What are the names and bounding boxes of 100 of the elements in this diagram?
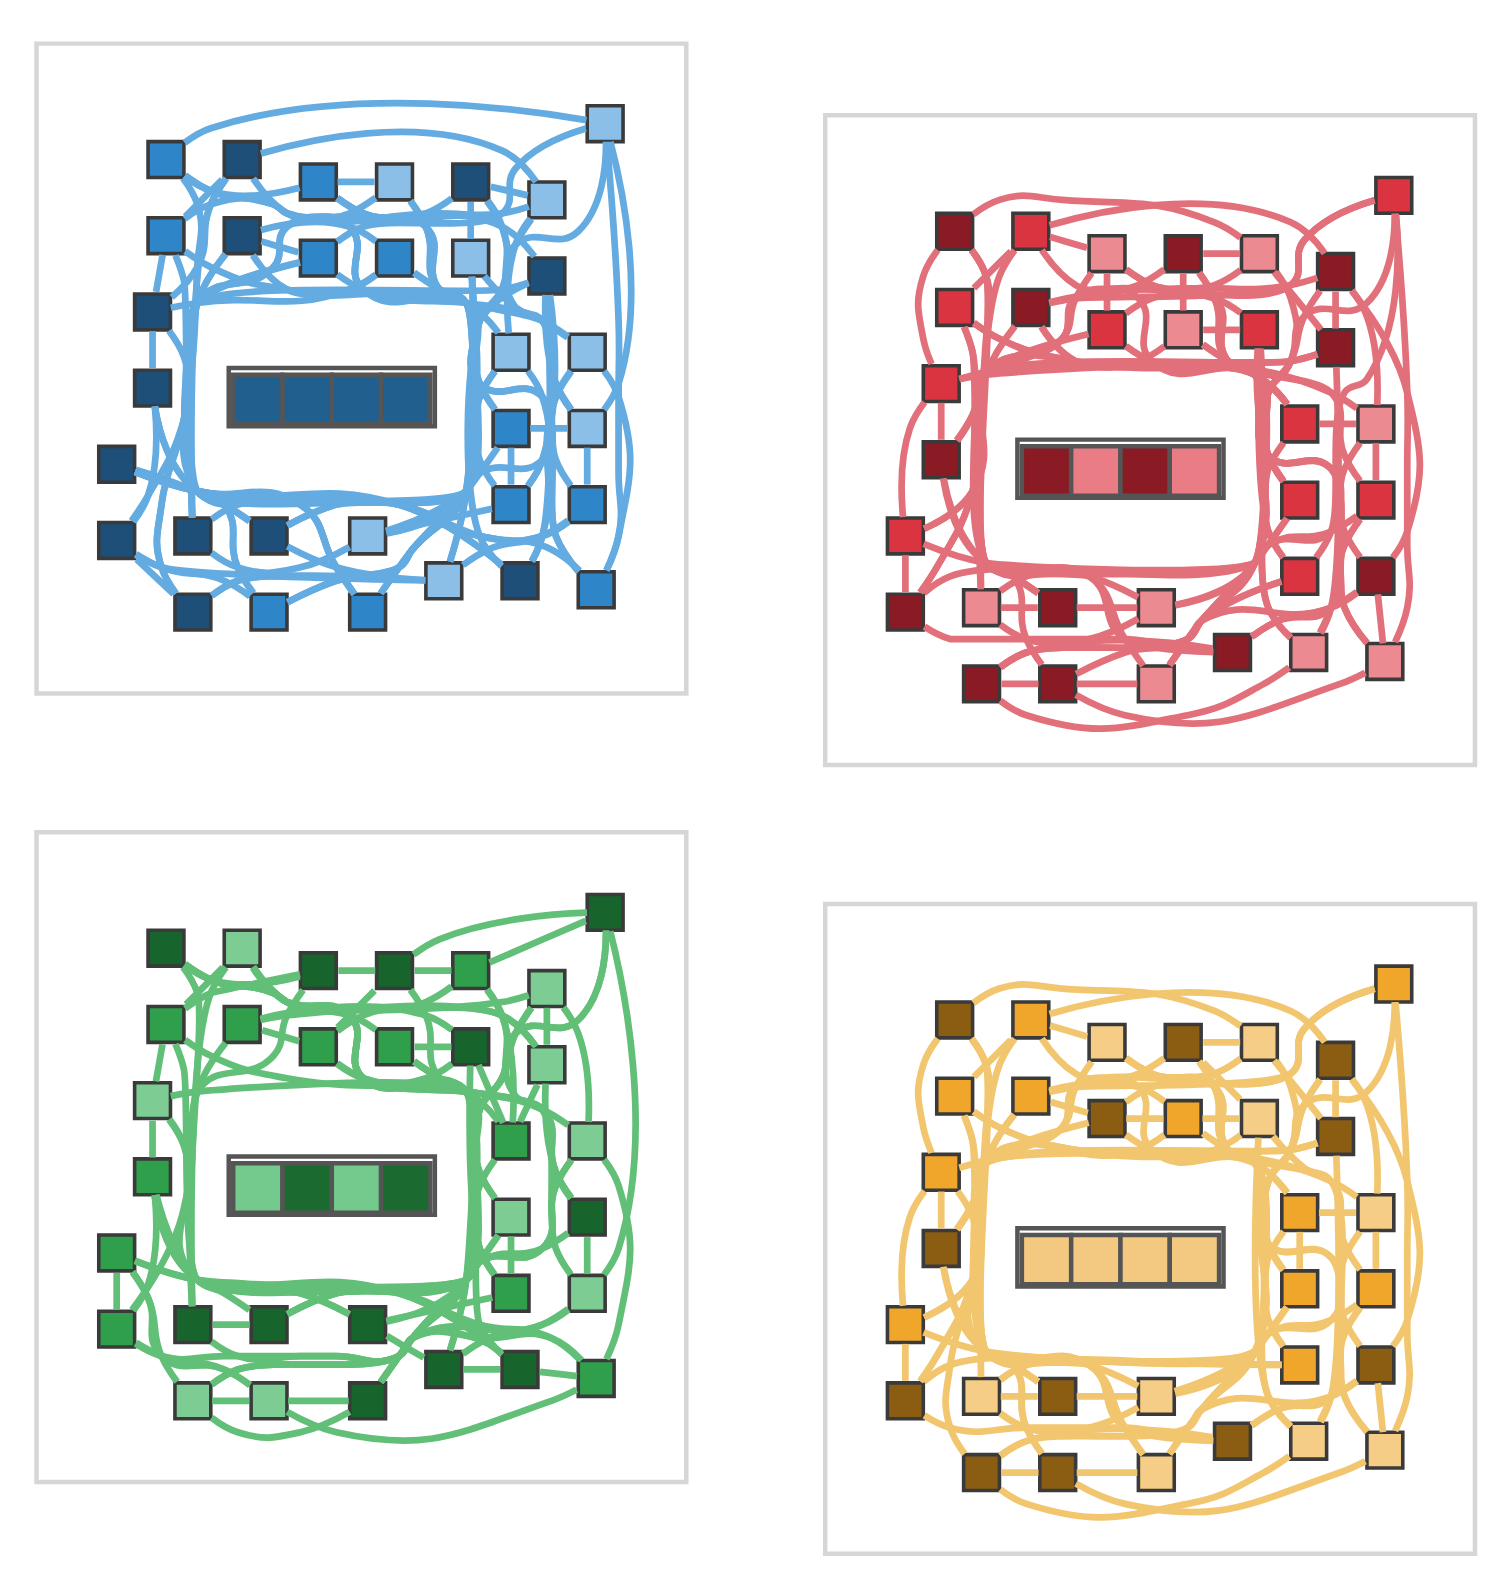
node-box <box>921 1151 961 1191</box>
connector <box>1332 290 1339 328</box>
node-box <box>1087 1021 1127 1062</box>
connector <box>1076 679 1138 687</box>
connector <box>113 1272 121 1309</box>
connector <box>1124 1054 1370 1433</box>
node-box <box>249 515 289 555</box>
connector <box>940 1265 1281 1368</box>
connector <box>1124 265 1294 640</box>
node-box <box>885 591 926 631</box>
connector <box>974 329 1090 589</box>
connector <box>1000 1392 1038 1399</box>
connector <box>507 1235 515 1273</box>
connector <box>921 1300 1359 1384</box>
connector <box>129 1269 252 1387</box>
connector <box>998 635 1214 669</box>
connector <box>188 175 229 516</box>
cluster <box>822 900 1478 1555</box>
connector <box>917 195 1376 594</box>
connector <box>914 246 941 365</box>
node-box <box>146 138 186 179</box>
node-box <box>961 586 1002 627</box>
connector <box>1038 323 1286 559</box>
connector <box>1049 1021 1088 1039</box>
connector <box>1372 1230 1380 1268</box>
connector <box>1203 1038 1241 1045</box>
connector <box>528 368 574 562</box>
connector <box>183 960 530 1013</box>
connector <box>1317 1154 1342 1423</box>
connector <box>1318 419 1356 427</box>
connector <box>337 177 375 185</box>
connector <box>968 246 1140 600</box>
connector <box>601 929 639 1276</box>
connector <box>1332 1079 1339 1117</box>
connector <box>128 278 530 522</box>
connector <box>182 172 301 198</box>
node-box <box>1315 327 1356 367</box>
connector <box>922 1377 1360 1436</box>
connector <box>209 1325 504 1364</box>
connector <box>1253 347 1286 483</box>
connector <box>958 1055 1243 1170</box>
connector <box>541 293 574 411</box>
node-box <box>1136 586 1177 627</box>
connector <box>475 1062 507 1124</box>
node-box <box>1011 1075 1051 1115</box>
connector <box>151 404 504 566</box>
connector <box>971 1107 1359 1199</box>
connector <box>183 171 498 411</box>
connector <box>212 1320 250 1327</box>
connector <box>525 367 553 487</box>
connector <box>170 1078 498 1200</box>
connector <box>1123 273 1319 316</box>
connector <box>1249 1304 1363 1428</box>
node-box <box>1280 479 1320 519</box>
connector <box>170 270 378 311</box>
connector <box>998 1452 1292 1520</box>
connector <box>484 197 574 487</box>
connector <box>1174 1058 1301 1396</box>
connector <box>183 960 575 1200</box>
node-box <box>491 1272 531 1312</box>
connector <box>133 1327 584 1364</box>
node-box <box>298 237 339 277</box>
connector <box>961 324 1146 667</box>
node-box <box>1365 640 1405 681</box>
connector <box>285 542 426 583</box>
connector <box>530 424 568 431</box>
connector <box>261 1026 301 1044</box>
connector <box>942 1131 1167 1455</box>
node-box <box>1315 1039 1356 1079</box>
node-box <box>222 1003 262 1044</box>
connector <box>1202 1114 1240 1121</box>
node-box <box>1356 1191 1396 1232</box>
connector <box>153 1193 252 1312</box>
connector <box>488 916 588 965</box>
connector <box>1196 1058 1363 1347</box>
connector <box>914 1035 941 1153</box>
connector <box>898 399 928 517</box>
node-box <box>1365 1429 1405 1469</box>
node-box <box>934 999 975 1039</box>
connector <box>134 465 252 523</box>
connector <box>971 1107 1290 1194</box>
connector <box>414 966 452 973</box>
connector <box>998 1076 1323 1458</box>
node-box <box>374 237 415 277</box>
node-box <box>173 591 213 631</box>
connector <box>166 327 252 523</box>
connector <box>504 215 533 333</box>
node-box <box>1315 1115 1356 1156</box>
node-box <box>576 1357 616 1398</box>
connector <box>921 512 1359 595</box>
connector <box>1196 269 1363 483</box>
connector <box>961 324 1045 666</box>
connector <box>953 1138 1319 1231</box>
connector <box>1076 603 1138 611</box>
connector <box>130 1194 160 1312</box>
node-box <box>424 560 464 600</box>
node-box <box>451 1026 491 1066</box>
node-box <box>1356 403 1396 443</box>
connector <box>1372 442 1380 480</box>
connector <box>583 446 591 484</box>
